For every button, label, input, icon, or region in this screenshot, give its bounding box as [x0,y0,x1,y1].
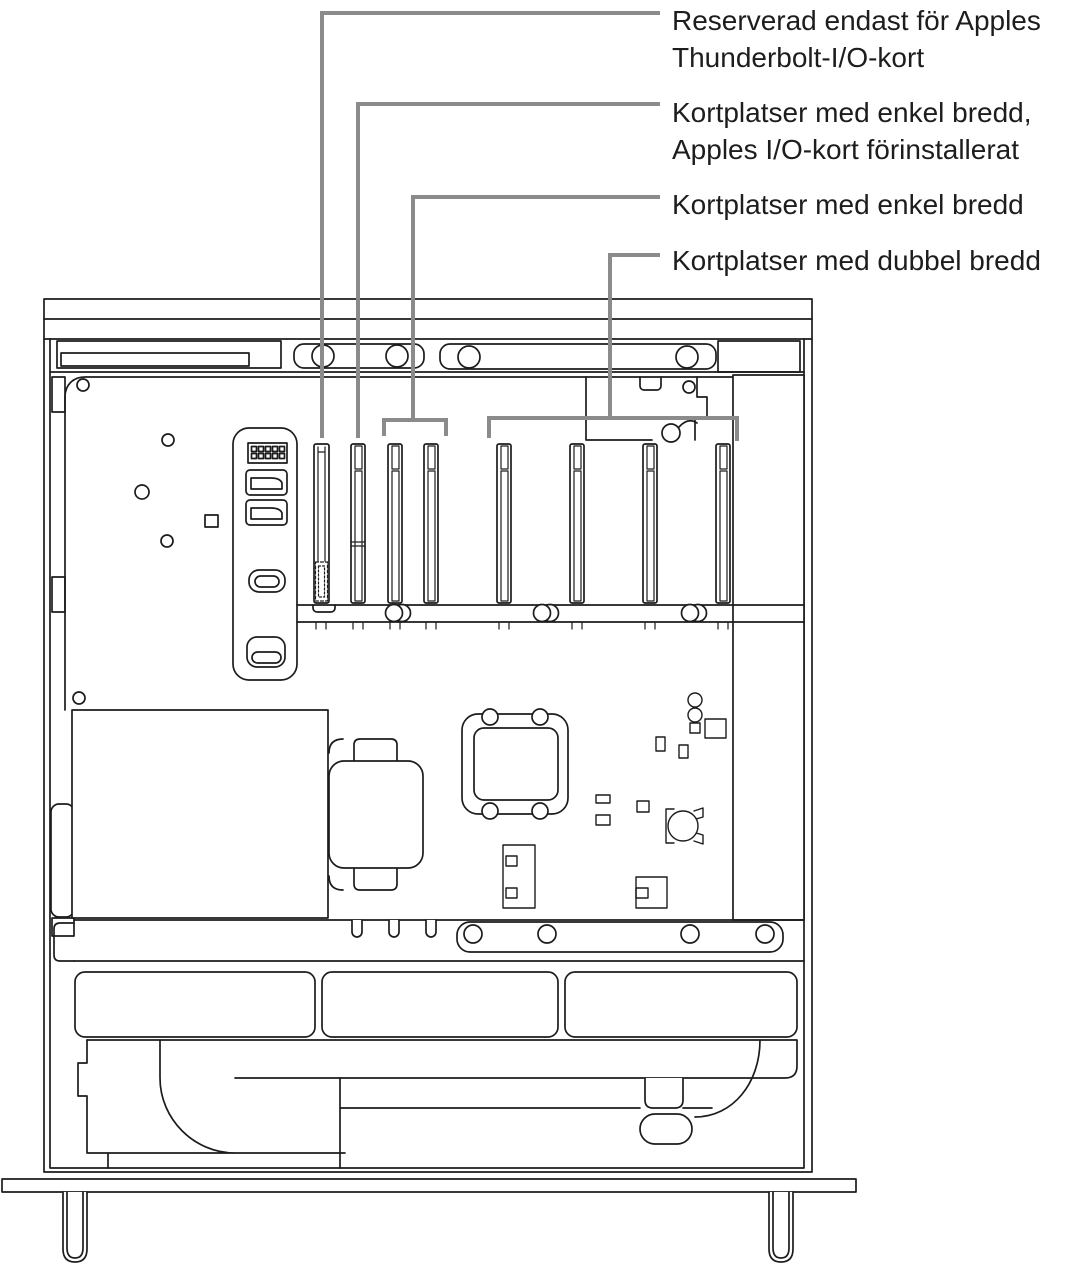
board-component [204,514,219,528]
callout-line-1 [320,11,660,438]
fan-module-3 [564,971,798,1038]
bottom-housing [77,1039,798,1169]
callout-label-2-line-2: Apples I/O-kort förinstallerat [672,134,1020,165]
pcie-slot-3 [387,443,403,604]
screw-hole [161,433,175,447]
cpu-cover [461,708,569,820]
power-connector-port [247,442,288,464]
fan-module-1 [74,971,316,1038]
screw-icon [481,708,499,726]
screw-hole [134,484,150,500]
screw-icon [481,802,499,820]
slot-support-rail [296,603,805,630]
coin-cell-battery [665,807,704,845]
foot-right [768,1191,794,1263]
callout-label-1-line-2: Thunderbolt-I/O-kort [672,42,925,73]
callout-label-3-line-1: Kortplatser med enkel bredd [672,189,1024,220]
callout-label-2: Kortplatser med enkel bredd, Apples I/O-… [672,94,1074,168]
pcie-slot-5 [496,443,512,604]
usb-c-port [246,636,286,668]
rail-end-block [717,340,801,373]
callout-label-2-line-1: Kortplatser med enkel bredd, [672,97,1032,128]
fan-modules [74,971,798,1038]
screw-hole [72,691,86,705]
top-slide-bar [56,340,282,369]
displayport-port [245,469,288,496]
callout-label-1-line-1: Reserverad endast för Apples [672,5,1041,36]
board-connector [502,844,536,909]
screw-hole [160,534,174,548]
pcie-slot-1 [313,443,330,604]
psu-block [71,709,329,919]
usb-c-port [248,569,286,593]
handle-recess [639,1113,693,1145]
rail-bracket-right [439,343,717,370]
callout-line-2 [356,102,660,438]
pcie-slot-2 [350,443,366,604]
foot-left [62,1191,88,1263]
callout-line-3 [382,195,660,436]
callout-label-4: Kortplatser med dubbel bredd [672,242,1074,279]
screw-hole [76,378,90,392]
callout-lines [320,11,739,441]
callout-label-3: Kortplatser med enkel bredd [672,186,1074,223]
right-side-panel [732,374,805,921]
board-connector [635,876,668,909]
pcie-slot-7 [642,443,658,604]
callout-line-4 [487,253,739,441]
base [1,1178,857,1263]
displayport-port [245,499,288,526]
screw-icon [531,708,549,726]
psu-connector [328,760,424,869]
power-supply [71,709,424,919]
fan-module-2 [321,971,559,1038]
callout-label-1: Reserverad endast för Apples Thunderbolt… [672,2,1074,76]
housing-curve [694,1039,761,1118]
top-rail-band [49,340,805,373]
pcie-slot-8 [715,443,731,604]
board-components [502,692,727,909]
wall-standoff [51,576,66,613]
callout-label-4-line-1: Kortplatser med dubbel bredd [672,245,1041,276]
pcie-slot-6 [569,443,585,604]
pcie-slot-4 [423,443,439,604]
screw-icon [531,802,549,820]
latch-icon [661,423,681,443]
air-duct [77,1039,346,1169]
board-cutout [585,376,708,443]
wall-standoff [51,376,66,413]
pcie-slots [313,443,731,604]
base-plate [1,1178,857,1193]
lower-rail [53,919,805,962]
io-panel [232,427,298,681]
logic-board [50,374,805,937]
